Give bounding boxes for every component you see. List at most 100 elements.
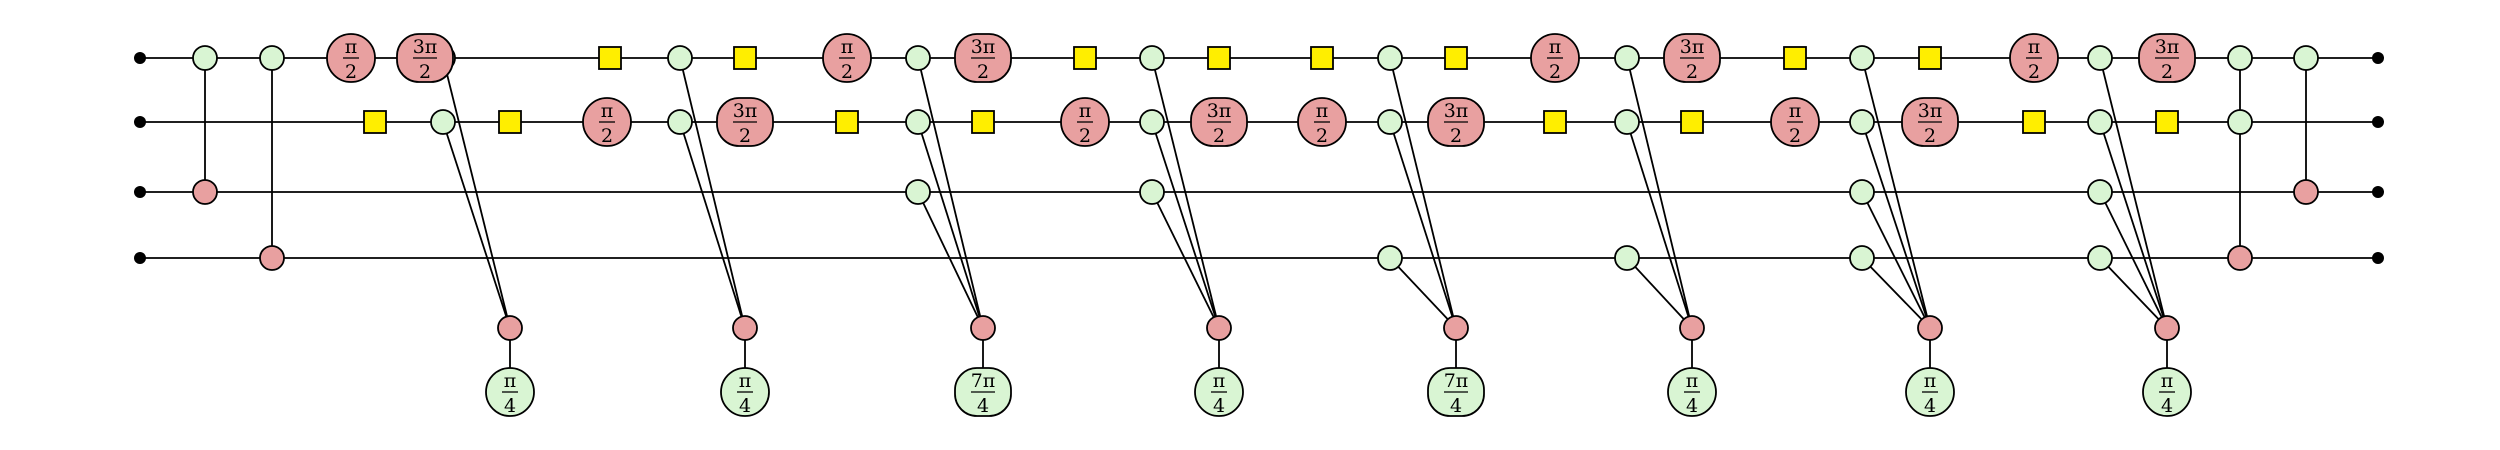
phase-denominator: 4 (977, 395, 989, 417)
z-phase-spider: π4 (720, 367, 770, 417)
phase-denominator: 2 (1079, 125, 1091, 147)
gadget-leg-spider (667, 109, 693, 135)
z-phase-spider: 7π4 (1427, 367, 1485, 417)
phase-denominator: 4 (739, 395, 751, 417)
phase-numerator: π (2161, 370, 2174, 392)
phase-numerator: π (2028, 36, 2041, 58)
cnot-control (192, 45, 218, 71)
input-boundary (134, 52, 146, 64)
output-boundary (2372, 52, 2384, 64)
hadamard-box (498, 110, 522, 134)
phase-denominator: 2 (1213, 125, 1225, 147)
phase-denominator: 2 (1789, 125, 1801, 147)
phase-numerator: π (841, 36, 854, 58)
x-phase-spider: π2 (1060, 97, 1110, 147)
z-phase-spider: 7π4 (954, 367, 1012, 417)
phase-numerator: π (1079, 100, 1092, 122)
phase-denominator: 4 (1686, 395, 1698, 417)
x-phase-spider: 3π2 (716, 97, 774, 147)
phase-denominator: 2 (1924, 125, 1936, 147)
hadamard-box (1444, 46, 1468, 70)
phase-denominator: 2 (601, 125, 613, 147)
phase-denominator: 2 (1316, 125, 1328, 147)
input-boundary (134, 116, 146, 128)
phase-numerator: 7π (971, 370, 996, 392)
gadget-leg-spider (1139, 109, 1165, 135)
phase-numerator: 3π (971, 36, 996, 58)
gadget-leg-spider (2087, 45, 2113, 71)
phase-denominator: 4 (1450, 395, 1462, 417)
phase-denominator: 2 (345, 61, 357, 83)
phase-numerator: 3π (1680, 36, 1705, 58)
phase-denominator: 4 (1213, 395, 1225, 417)
hadamard-box (2022, 110, 2046, 134)
phase-denominator: 2 (841, 61, 853, 83)
phase-numerator: π (1549, 36, 1562, 58)
gadget-leg-spider (1849, 179, 1875, 205)
gadget-leg (1389, 57, 1457, 329)
x-phase-spider: π2 (2009, 33, 2059, 83)
gadget-leg-spider (1614, 45, 1640, 71)
gadget-leg (917, 121, 984, 329)
gadget-leg (1151, 121, 1220, 329)
gadget-x-spider (1917, 315, 1943, 341)
gadget-leg-spider (1614, 109, 1640, 135)
cnot-control (2227, 109, 2253, 135)
hadamard-box (1310, 46, 1334, 70)
gadget-x-spider (1206, 315, 1232, 341)
phase-numerator: π (1213, 370, 1226, 392)
cnot-target (192, 179, 218, 205)
phase-numerator: 3π (733, 100, 758, 122)
hadamard-box (1783, 46, 1807, 70)
gadget-leg (1861, 121, 1931, 329)
phase-denominator: 2 (419, 61, 431, 83)
x-phase-spider: π2 (1770, 97, 1820, 147)
phase-numerator: π (1789, 100, 1802, 122)
phase-numerator: 3π (1207, 100, 1232, 122)
hadamard-box (1073, 46, 1097, 70)
gadget-leg-spider (1139, 45, 1165, 71)
x-phase-spider: 3π2 (1427, 97, 1485, 147)
gadget-leg-spider (1849, 45, 1875, 71)
z-phase-spider: π4 (1905, 367, 1955, 417)
gadget-leg (917, 191, 984, 329)
x-phase-spider: 3π2 (954, 33, 1012, 83)
gadget-leg-spider (1377, 245, 1403, 271)
hadamard-box (1543, 110, 1567, 134)
x-phase-spider: 3π2 (1901, 97, 1959, 147)
hadamard-box (733, 46, 757, 70)
qubit-wires (140, 57, 2378, 259)
gadget-leg-spider (1377, 109, 1403, 135)
hadamard-box (1680, 110, 1704, 134)
phase-denominator: 2 (1450, 125, 1462, 147)
phase-denominator: 2 (977, 61, 989, 83)
gadget-leg (2099, 121, 2168, 329)
gadget-leg (1389, 121, 1457, 329)
x-phase-spider: 3π2 (2138, 33, 2196, 83)
phase-denominator: 2 (2161, 61, 2173, 83)
gadget-leg (2099, 191, 2168, 329)
gadget-x-spider (1679, 315, 1705, 341)
gadget-leg (1861, 57, 1931, 329)
phase-denominator: 4 (2161, 395, 2173, 417)
z-phase-spider: π4 (485, 367, 535, 417)
x-phase-spider: 3π2 (1190, 97, 1248, 147)
phase-numerator: π (739, 370, 752, 392)
phase-numerator: π (504, 370, 517, 392)
phase-denominator: 2 (739, 125, 751, 147)
gadget-x-spider (497, 315, 523, 341)
gadget-leg (2099, 257, 2168, 329)
hadamard-box (835, 110, 859, 134)
gadget-leg (1861, 191, 1931, 329)
output-boundary (2372, 252, 2384, 264)
phase-numerator: π (601, 100, 614, 122)
gadget-leg (679, 57, 746, 329)
x-phase-spider: 3π2 (1663, 33, 1721, 83)
x-phase-spider: π2 (1530, 33, 1580, 83)
gadget-leg (679, 121, 746, 329)
gadget-leg-spider (2087, 179, 2113, 205)
phase-denominator: 4 (1924, 395, 1936, 417)
hadamard-box (1207, 46, 1231, 70)
phase-denominator: 4 (504, 395, 516, 417)
